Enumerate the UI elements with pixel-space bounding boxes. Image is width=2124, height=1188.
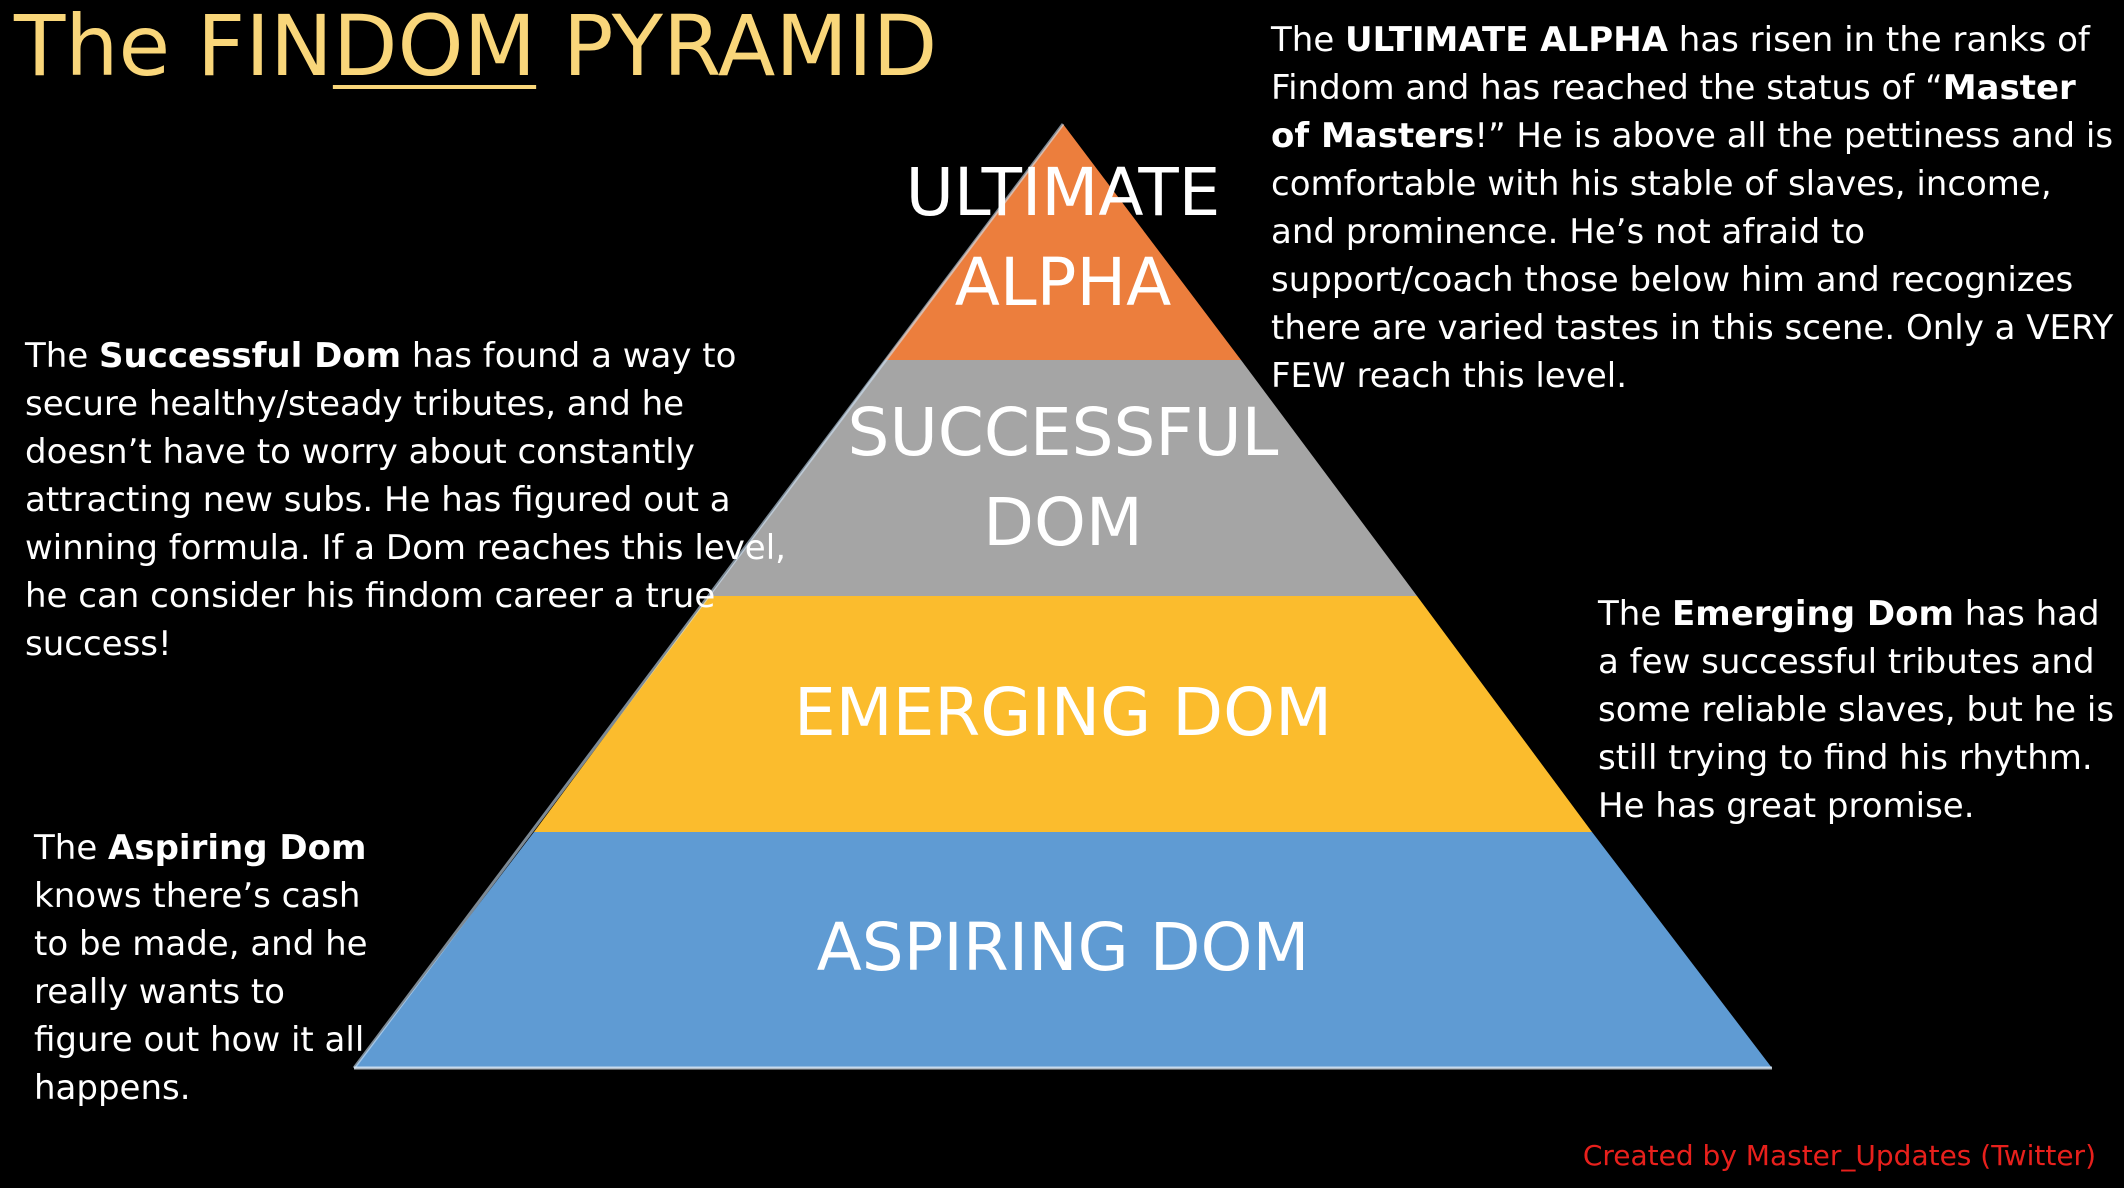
title-prefix: The FIN bbox=[14, 0, 333, 95]
tier-label-successful-line1: SUCCESSFUL bbox=[848, 394, 1279, 471]
title-suffix: PYRAMID bbox=[536, 0, 938, 95]
desc-text: The bbox=[25, 336, 100, 376]
desc-bold: Master of Masters bbox=[1271, 68, 2076, 156]
tier-label-emerging: EMERGING DOM bbox=[794, 674, 1332, 751]
desc-text: knows there’s cash to be made, and he re… bbox=[34, 876, 368, 1108]
credit-text: Created by Master_Updates (Twitter) bbox=[1582, 1139, 2096, 1172]
desc-text: has had a few successful tributes and so… bbox=[1598, 594, 2115, 826]
desc-text: has found a way to secure healthy/steady… bbox=[25, 336, 786, 664]
tier-label-alpha-line2: ALPHA bbox=[955, 244, 1172, 321]
tier-label-successful-line2: DOM bbox=[983, 484, 1143, 561]
desc-bold: Emerging Dom bbox=[1672, 594, 1954, 634]
desc-bold: Aspiring Dom bbox=[108, 828, 367, 868]
description-successful-dom: The Successful Dom has found a way to se… bbox=[25, 332, 815, 668]
desc-text: The bbox=[1271, 20, 1346, 60]
tier-emerging bbox=[534, 596, 1592, 832]
desc-text: has risen in the ranks of Findom and has… bbox=[1271, 20, 2090, 108]
desc-text: !” He is above all the pettiness and is … bbox=[1271, 116, 2114, 396]
desc-text: The bbox=[34, 828, 109, 868]
desc-text: The bbox=[1598, 594, 1673, 634]
desc-bold: Successful Dom bbox=[99, 336, 402, 376]
page-title: The FINDOM PYRAMID bbox=[14, 0, 937, 92]
title-underlined-word: DOM bbox=[332, 0, 537, 95]
tier-aspiring bbox=[354, 832, 1772, 1068]
tier-successful bbox=[709, 360, 1417, 596]
tier-label-alpha-line1: ULTIMATE bbox=[906, 154, 1221, 231]
tier-alpha bbox=[885, 124, 1241, 360]
tier-label-aspiring: ASPIRING DOM bbox=[817, 909, 1310, 986]
description-ultimate-alpha: The ULTIMATE ALPHA has risen in the rank… bbox=[1271, 16, 2116, 400]
desc-bold: ULTIMATE ALPHA bbox=[1345, 20, 1668, 60]
description-aspiring-dom: The Aspiring Dom knows there’s cash to b… bbox=[34, 824, 394, 1112]
description-emerging-dom: The Emerging Dom has had a few successfu… bbox=[1598, 590, 2118, 830]
